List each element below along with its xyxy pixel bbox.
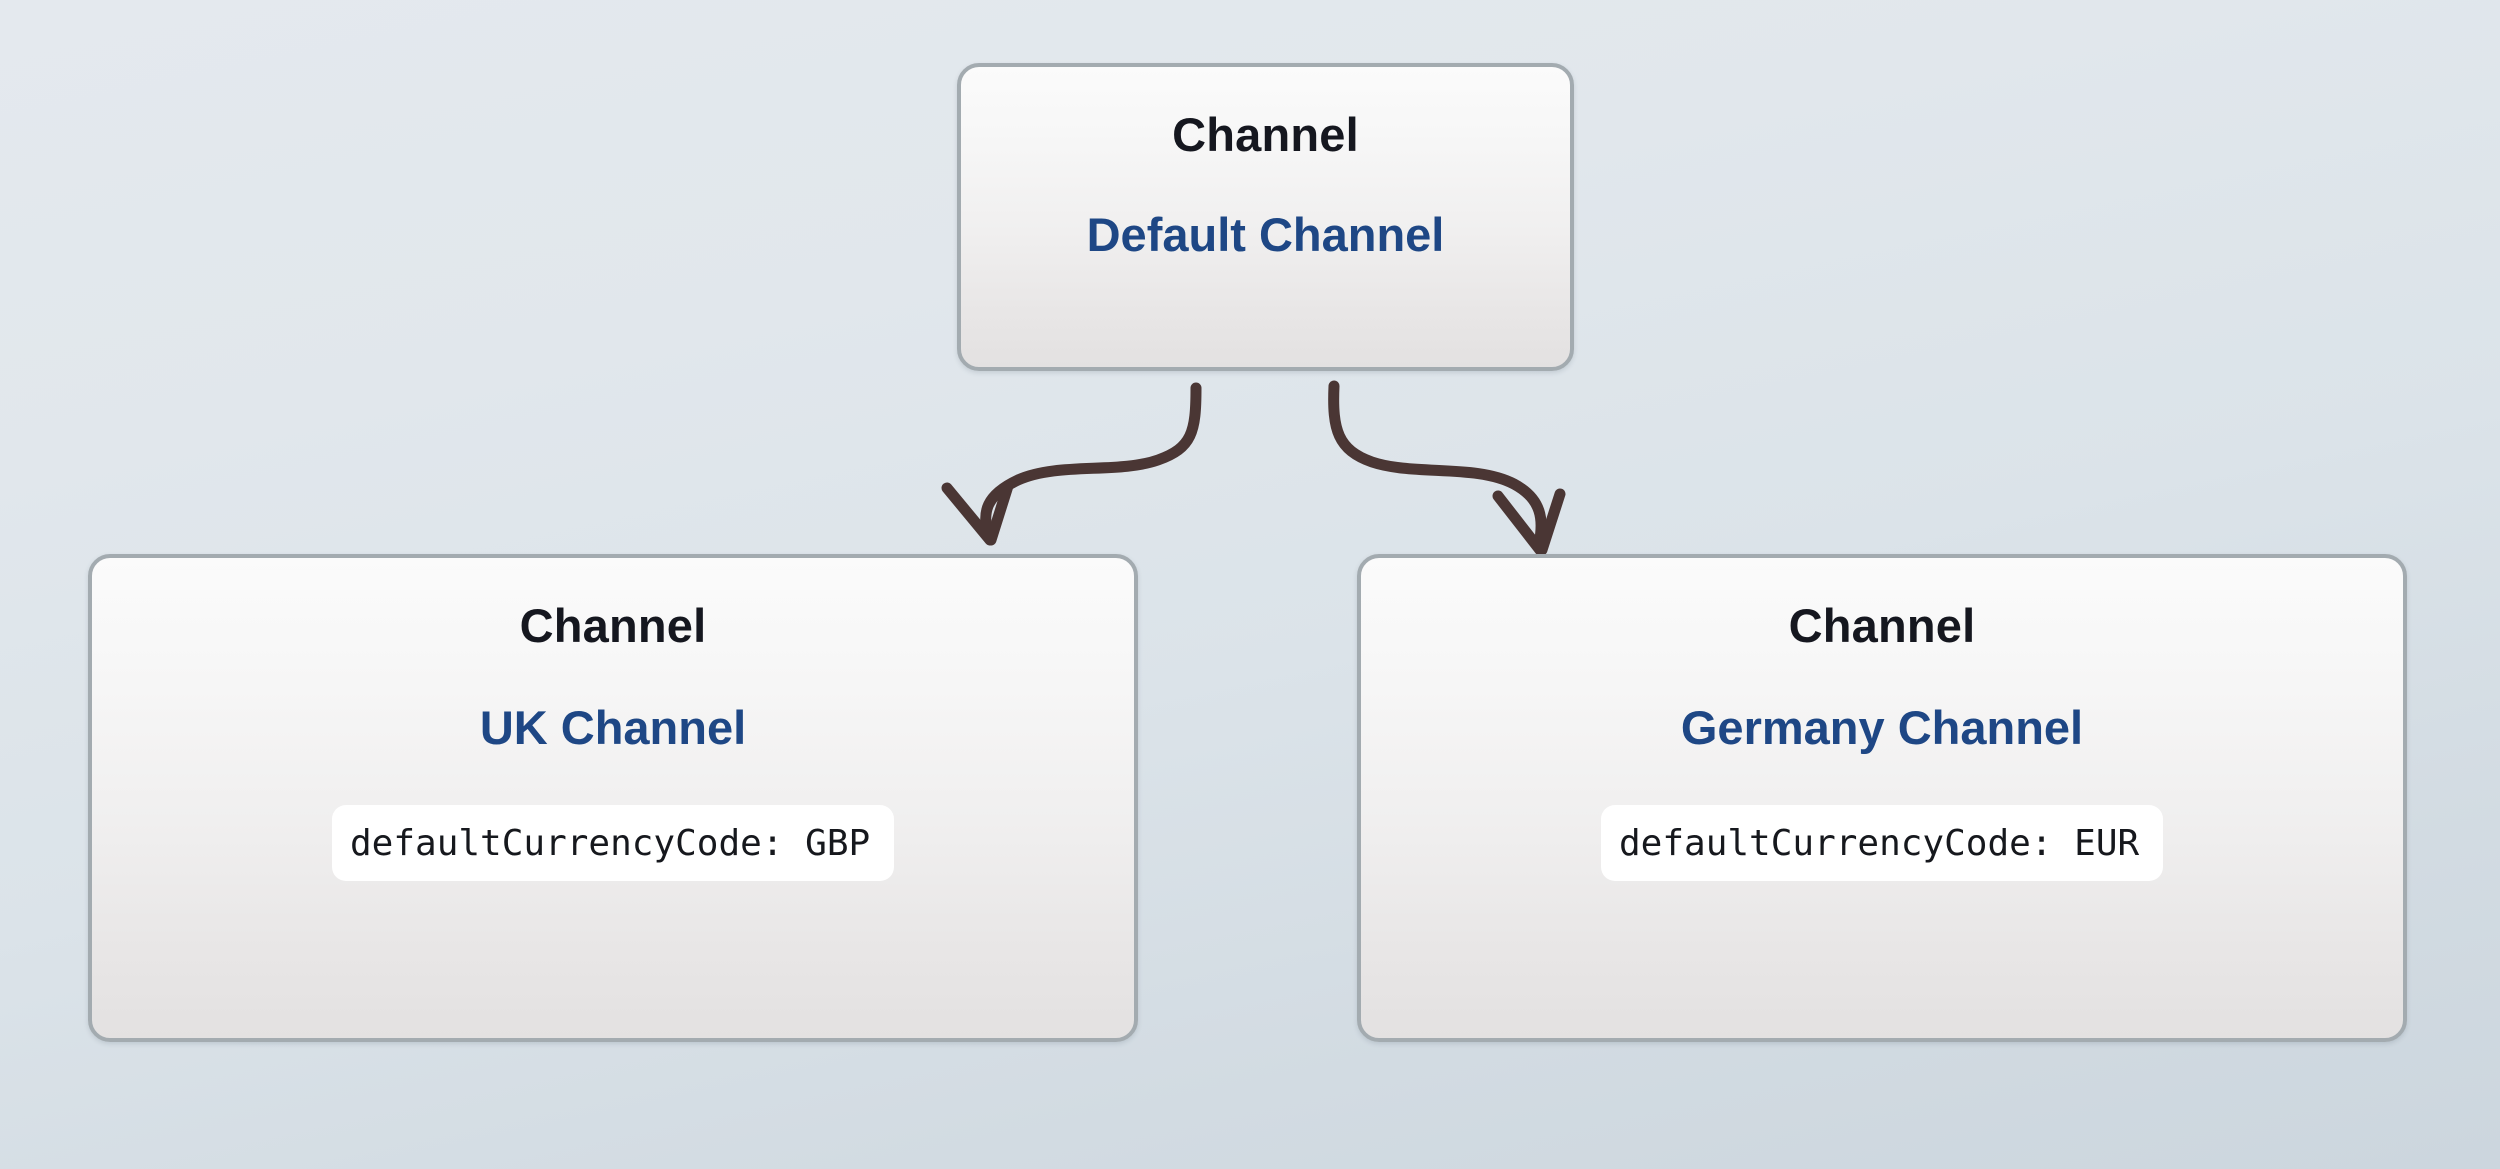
edge-default-to-uk [941, 382, 1202, 546]
entity-type-label: Channel [519, 599, 707, 652]
attribute-row: defaultCurrencyCode: EUR [1601, 805, 2163, 882]
attribute-row: defaultCurrencyCode: GBP [332, 805, 894, 882]
entity-type-label: Channel [1788, 599, 1976, 652]
attribute-list: defaultCurrencyCode: EUR [1361, 805, 2403, 882]
edge-default-to-germany [1328, 380, 1566, 556]
entity-name-label: UK Channel [479, 700, 747, 754]
node-germany-channel[interactable]: Channel Germany Channel defaultCurrencyC… [1357, 554, 2407, 1042]
node-default-channel[interactable]: Channel Default Channel [957, 63, 1574, 371]
entity-name-label: Default Channel [1086, 207, 1445, 261]
node-uk-channel[interactable]: Channel UK Channel defaultCurrencyCode: … [88, 554, 1138, 1042]
entity-type-label: Channel [1172, 108, 1359, 161]
entity-name-label: Germany Channel [1680, 700, 2084, 754]
attribute-list: defaultCurrencyCode: GBP [92, 805, 1134, 882]
